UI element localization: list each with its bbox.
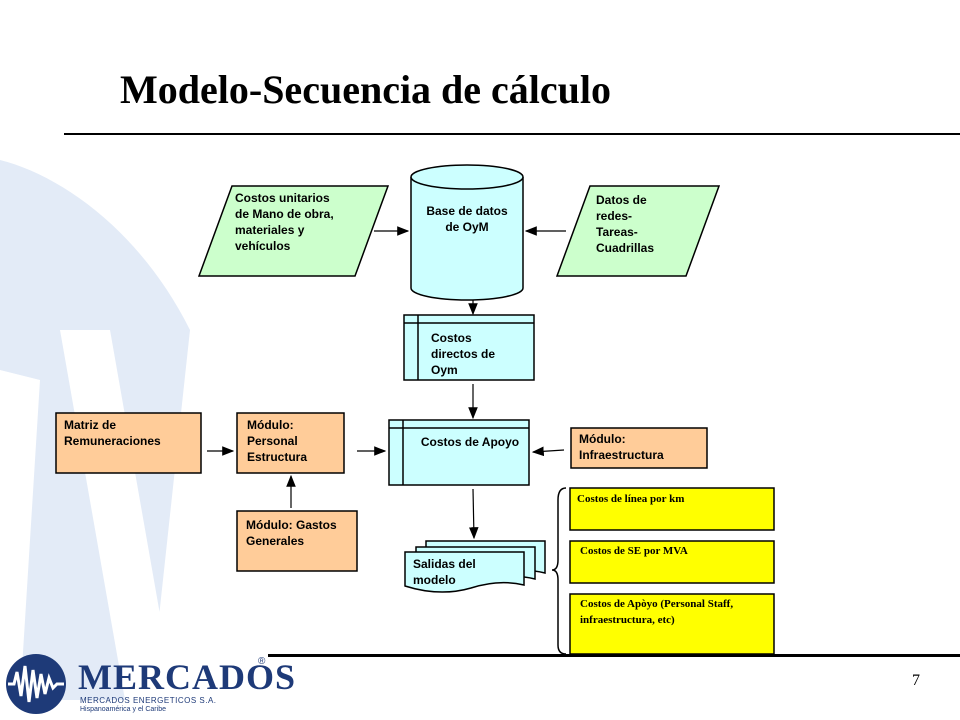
modulo-gastos-label: Módulo: Gastos Generales [246, 518, 337, 548]
modulo-infraestructura-box [570, 427, 708, 469]
base-datos-label: Base de datos de OyM [426, 204, 508, 234]
costos-directos-label: Costos directos de Oym [431, 331, 496, 377]
salidas-label: Salidas del modelo [413, 557, 476, 587]
costos-apoyo-label: Costos de Apoyo [420, 435, 520, 449]
arrow-infra-to-apoyo [531, 446, 565, 457]
costos-apoyo-detalle-label: Costos de Apòyo (Personal Staff, infraes… [580, 598, 734, 626]
costos-unitarios-label: Costos unitarios de Mano de obra, materi… [235, 191, 334, 253]
mercados-logo-icon [6, 654, 66, 714]
logo-registered-mark: ® [258, 656, 266, 667]
logo-tagline: Hispanoamérica y el Caribe [80, 706, 166, 713]
costos-apoyo-detalle-box [569, 593, 775, 655]
modulo-infraestructura-label: Módulo: Infraestructura [579, 432, 664, 462]
grouping-brace [551, 487, 567, 655]
base-datos-cylinder [410, 164, 524, 301]
salidas-shape [404, 540, 546, 593]
arrow-apoyo-to-salidas [468, 488, 479, 540]
costos-directos-shape [403, 314, 535, 381]
costos-linea-box [569, 487, 775, 531]
slide-title: Modelo-Secuencia de cálculo [120, 67, 612, 112]
modulo-personal-label: Módulo: Personal Estructura [247, 418, 308, 464]
costos-se-label: Costos de SE por MVA [580, 545, 688, 557]
datos-redes-shape [555, 185, 721, 277]
page-number: 7 [912, 672, 920, 689]
matriz-label: Matriz de Remuneraciones [64, 418, 161, 448]
modulo-gastos-box [236, 510, 358, 572]
datos-redes-label: Datos de redes- Tareas- Cuadrillas [596, 193, 655, 255]
costos-apoyo-shape [388, 419, 530, 486]
logo-wordmark: MERCADOS [78, 657, 297, 697]
footer-rule [268, 654, 960, 657]
costos-se-box [569, 540, 775, 584]
title-underline [64, 133, 960, 135]
logo-subtitle: MERCADOS ENERGETICOS S.A. [80, 696, 217, 705]
modulo-personal-box [236, 412, 345, 474]
costos-linea-label: Costos de línea por km [577, 493, 685, 505]
costos-unitarios-shape [197, 185, 390, 277]
matriz-box [55, 412, 202, 474]
